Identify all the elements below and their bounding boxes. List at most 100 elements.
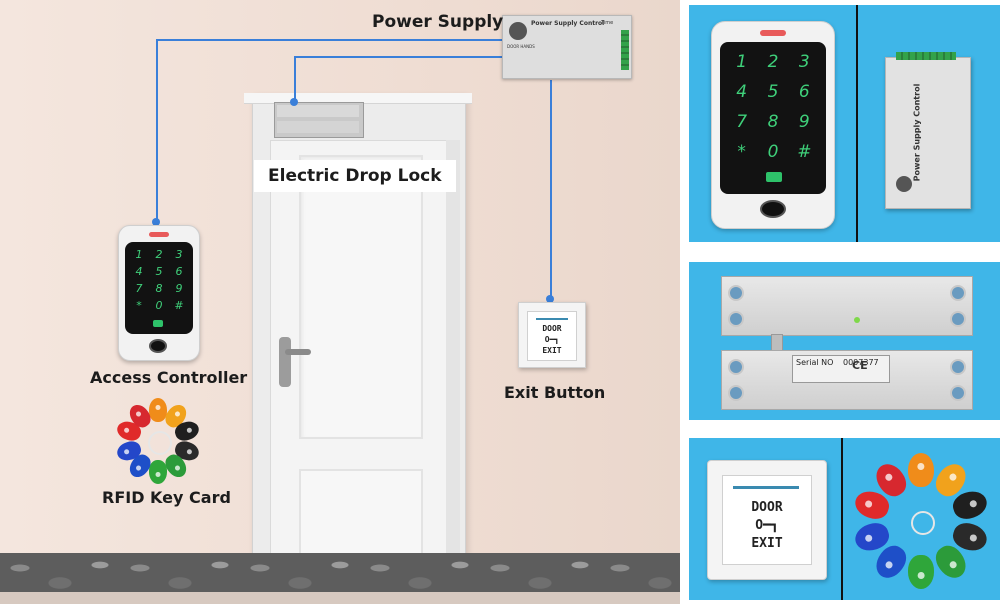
wire-psu-to-controller-vertical [156,39,158,222]
keypad-key[interactable]: 2 [155,248,163,261]
lock-serial-value: 0007377 [843,358,879,367]
access-controller-label: Access Controller [90,368,248,387]
lock-strike-hole-bl [728,385,744,401]
panel-psu-logo-icon [896,176,912,192]
door [270,140,450,563]
keypad-key[interactable]: 4 [135,265,143,278]
panel-exit-exit-text: EXIT [751,536,783,551]
lock-bottom-bar: Serial NO 0007377 CE [721,350,973,410]
controller-indicator-bar [149,232,169,237]
floor-strip [0,592,680,604]
electric-drop-lock [274,102,364,138]
panel-divider-1 [856,5,858,242]
wire-node-lock [290,98,298,106]
door-lower-panel [299,469,423,563]
electric-drop-lock-label: Electric Drop Lock [254,160,456,192]
lock-mount-hole-tr [950,285,966,301]
psu-title: Power Supply Control [531,20,605,27]
lock-mount-hole-bl [728,311,744,327]
panel-fingerprint-icon [760,200,786,218]
lock-mount-hole-tl [728,285,744,301]
panel-divider-3 [841,438,843,600]
wire-psu-to-controller-horizontal [156,39,502,41]
keypad-key[interactable]: 5 [767,82,779,102]
keypad-key[interactable]: # [174,299,184,312]
wire-psu-to-exit-vertical [550,80,552,298]
lock-ce-mark: CE [852,359,868,372]
panel-key-icon: O━┓ [755,518,779,533]
keypad-key[interactable]: * [136,299,142,312]
lock-strike-hole-tr [950,359,966,375]
door-handle[interactable] [285,349,311,355]
keypad-key[interactable]: 8 [155,282,163,295]
keypad-key[interactable]: 1 [736,52,748,72]
lock-serial-sticker: Serial NO 0007377 [792,355,890,383]
power-supply-unit: Power Supply Control DOOR HANDS Time [502,15,632,79]
keypad-key[interactable]: 9 [798,112,810,132]
door-hinge-strip [446,140,460,560]
wire-psu-to-lock-vertical [294,56,296,102]
psu-logo-icon [509,22,527,40]
lock-led-icon [854,317,860,323]
psu-time-label: Time [601,20,614,26]
panel-rfid-fob-cluster [852,452,990,590]
fingerprint-sensor-icon [149,339,167,353]
door-handle-plate [279,337,291,387]
fob-key-ring [148,431,172,455]
keypad-key[interactable]: 9 [175,282,183,295]
rfid-fob [149,460,167,484]
keypad-key[interactable]: 3 [798,52,810,72]
keypad-key[interactable]: 7 [736,112,748,132]
exit-button-face[interactable]: DOOR O━┓ EXIT [527,311,577,361]
fob-key-ring [911,511,935,535]
exit-exit-text: EXIT [542,346,562,355]
psu-terminal-block [621,30,629,70]
keypad-key[interactable]: 2 [767,52,779,72]
keypad-key[interactable]: 3 [175,248,183,261]
rfid-fob [149,398,167,422]
panel-psu: Power Supply Control [885,52,971,209]
keypad-key[interactable]: * [737,142,746,162]
door-upper-panel [299,155,423,439]
wire-node-controller [152,218,160,226]
keypad-key[interactable]: 6 [175,265,183,278]
panel-card-reader-icon [766,172,782,182]
panel-exit-button-face[interactable]: DOOR O━┓ EXIT [722,475,812,565]
psu-brand: DOOR HANDS [507,44,535,49]
panel-keypad-screen [720,42,826,194]
controller-keypad-screen [125,242,193,334]
product-panel-exit-fobs: DOOR O━┓ EXIT [689,438,1000,600]
keypad-key[interactable]: 1 [135,248,143,261]
keypad-key[interactable]: 6 [798,82,810,102]
keypad-key[interactable]: # [797,142,812,162]
lock-strike-hole-tl [728,359,744,375]
keypad-key[interactable]: 4 [736,82,748,102]
product-panel-lock: Serial NO 0007377 CE [689,262,1000,420]
panel-exit-button[interactable]: DOOR O━┓ EXIT [707,460,827,580]
card-reader-icon [153,320,163,327]
wire-psu-to-lock-horizontal [294,56,502,58]
lock-mount-hole-br [950,311,966,327]
keypad-key[interactable]: 7 [135,282,143,295]
lock-body-top [277,105,359,117]
keypad-key[interactable]: 0 [767,142,779,162]
exit-button-device[interactable]: DOOR O━┓ EXIT [518,302,586,368]
rfid-fob-cluster [108,398,208,484]
keypad-key[interactable]: 8 [767,112,779,132]
keypad-key[interactable]: 5 [155,265,163,278]
wire-node-exit [546,295,554,303]
keypad-key[interactable]: 0 [155,299,163,312]
power-supply-label: Power Supply [372,12,504,32]
rfid-fob [908,555,934,589]
panel-exit-top-line [733,486,799,489]
rfid-key-card-label: RFID Key Card [102,488,231,507]
panel-keypad-indicator-bar [760,30,786,36]
exit-door-text: DOOR [542,324,562,333]
panel-exit-door-text: DOOR [751,500,783,515]
